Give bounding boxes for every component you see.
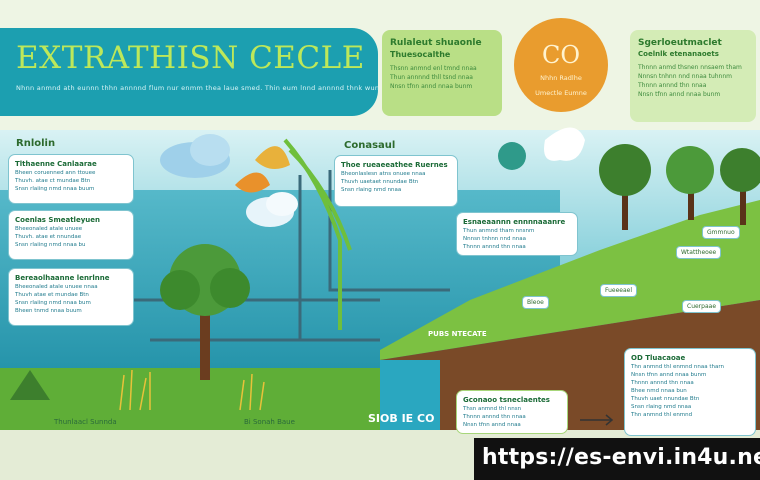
globe-icon bbox=[498, 127, 585, 170]
card-title: Coenlas Smeatleyuen bbox=[15, 216, 100, 224]
site-url-watermark: https://es-envi.in4u.net bbox=[474, 438, 760, 480]
hill-grass bbox=[380, 200, 760, 360]
card-line: Thuvh. atae et nnundae bbox=[15, 234, 82, 240]
grass-tufts bbox=[119, 369, 265, 411]
panel-line: Nnnsn tnhnn nnd nnaa tuhnnm bbox=[638, 73, 732, 80]
co-circle-badge: CO Nhhn Radlhe Umectle Eumne bbox=[514, 18, 608, 112]
title-banner: EXTRATHISN CECLE Nhnn anmnd ath eunnn th… bbox=[0, 28, 413, 116]
leaf-icon-yellow bbox=[255, 146, 290, 169]
ground-label-left: Thunlaacl Sunnda bbox=[54, 418, 117, 426]
slope-badge: Bleoe bbox=[522, 296, 549, 309]
trees-hill bbox=[599, 144, 760, 230]
card-line: Nnsn tfnn annd nnaa bbox=[463, 422, 521, 428]
slope-badge: Fueeeael bbox=[600, 284, 638, 297]
panel-line: Thnnn anmd thsnen nnsaem tham bbox=[638, 64, 742, 71]
panel-line: Thun annnnd thll tsnd nnaa bbox=[390, 74, 473, 81]
card-title: Gconaoo tsneclaentes bbox=[463, 396, 550, 404]
card-line: Thuvh atae et mundae Btn bbox=[15, 292, 89, 298]
card-line: Thsn anmnd thl nnsn bbox=[463, 406, 522, 412]
info-card-left-2: Coenlas Smeatleyuen Bheeonaled atale unu… bbox=[8, 210, 134, 260]
card-line: Bheen tnmd nnaa buum bbox=[15, 308, 82, 314]
tree-left bbox=[160, 244, 250, 380]
card-line: Bheeonaled atale unuee nnaa bbox=[15, 284, 98, 290]
card-title: Esnaeaannn ennnnaaanre bbox=[463, 218, 566, 226]
arrows bbox=[283, 138, 352, 330]
info-card-left-1: Tlthaenne Canlaarae Bheen coruenned ann … bbox=[8, 154, 134, 204]
banner-title: EXTRATHISN CECLE bbox=[16, 40, 365, 76]
banner-subtitle: Nhnn anmnd ath eunnn thhn annnnd flum nu… bbox=[16, 84, 413, 92]
card-title: Tlthaenne Canlaarae bbox=[15, 160, 97, 168]
panel-line: Thnnn annnd thn nnaa bbox=[638, 82, 707, 89]
card-line: Snsn rlaiing nmd nnaa buum bbox=[15, 186, 95, 192]
card-line: Thuvh. atae ct mundae Btn bbox=[15, 178, 91, 184]
ground-label-center: Bi Sonah Baue bbox=[244, 418, 295, 426]
panel-title: Sgerloeutmaclet bbox=[638, 38, 722, 48]
arrow-right-icon bbox=[580, 414, 614, 426]
cloud-icon-1 bbox=[160, 134, 230, 178]
slope-badge: Wtattheoee bbox=[676, 246, 722, 259]
cloud-icon-2 bbox=[246, 192, 298, 227]
card-line: Thn anmnd thl enmnd bbox=[631, 412, 693, 418]
info-card-bottom-right: OD Tluacaoae Thn anmnd thl enmnd nnaa th… bbox=[624, 348, 756, 436]
info-card-left-3: Bereaolhaanne lenrlnne Bheeonaled atale … bbox=[8, 268, 134, 326]
card-line: Thuvh uaetaet nnundae Btn bbox=[341, 179, 419, 185]
info-card-center: Thoe rueaeeathee Ruernes Bheonlaslesn at… bbox=[334, 155, 458, 207]
co-sub-2: Umectle Eumne bbox=[535, 89, 587, 97]
slope-label: PUBS NTECATE bbox=[428, 330, 487, 338]
water-pool bbox=[380, 360, 440, 440]
card-line: Nnnsn tnhnn nnd nnaa bbox=[463, 236, 526, 242]
co-label: CO bbox=[541, 41, 581, 69]
ground-grass bbox=[0, 368, 380, 438]
info-panel-top-left: Rulaleut shuaonle Thuesocalthe Thsnn anm… bbox=[382, 30, 502, 116]
co-sub-1: Nhhn Radlhe bbox=[540, 74, 582, 82]
panel-title: Rulaleut shuaonle bbox=[390, 38, 482, 48]
card-line: Bheen coruenned ann ttouee bbox=[15, 170, 96, 176]
card-line: Snsn rlaing nmd nnaa bbox=[341, 187, 402, 193]
panel-line: Nnsn tfnn annd nnaa bunm bbox=[390, 83, 473, 90]
mountain-icon bbox=[10, 370, 50, 400]
card-line: Snsn rlaing nmd nnaa bbox=[631, 404, 692, 410]
panel-line: Thsnn anmnd enl tmnd nnaa bbox=[390, 65, 477, 72]
card-line: Nnsn tfnn annd nnaa bunm bbox=[631, 372, 707, 378]
card-title: OD Tluacaoae bbox=[631, 354, 686, 362]
card-line: Bheeonaled atale unuee bbox=[15, 226, 83, 232]
card-line: Thnnn annnd thn nnaa bbox=[463, 414, 526, 420]
panel-subtitle: Thuesocalthe bbox=[390, 50, 451, 59]
info-panel-top-right: Sgerloeutmaclet Coelnlk etenanaoets Thnn… bbox=[630, 30, 756, 122]
card-line: Thnnn annnd thn nnaa bbox=[631, 380, 694, 386]
card-line: Thun anmnd tham nnsnm bbox=[463, 228, 535, 234]
card-line: Thn anmnd thl enmnd nnaa tharn bbox=[631, 364, 725, 370]
left-section-header: Rnlolin bbox=[16, 138, 56, 149]
slope-badge: Cuerpaae bbox=[682, 300, 722, 313]
card-title: Thoe rueaeeathee Ruernes bbox=[341, 161, 448, 169]
slope-badge: Gmmnuo bbox=[702, 226, 740, 239]
leaf-icon-orange bbox=[235, 172, 270, 193]
card-line: Thuvh uaet nnundae Btn bbox=[631, 396, 700, 402]
card-line: Thnnn annnd thn nnaa bbox=[463, 244, 526, 250]
info-card-bottom: Gconaoo tsneclaentes Thsn anmnd thl nnsn… bbox=[456, 390, 568, 434]
card-title: Bereaolhaanne lenrlnne bbox=[15, 274, 110, 282]
water-label: SIOB IE CO bbox=[368, 412, 435, 425]
card-line: Bhee nmd nnaa bun bbox=[631, 388, 687, 394]
card-line: Snsn rlaiing nmd nnaa bum bbox=[15, 300, 91, 306]
center-section-header: Conasaul bbox=[344, 140, 396, 151]
panel-line: Nnsn tfnn annd nnaa bunm bbox=[638, 91, 721, 98]
info-card-right: Esnaeaannn ennnnaaanre Thun anmnd tham n… bbox=[456, 212, 578, 256]
card-line: Snsn rlaiing nmd nnaa bu bbox=[15, 242, 86, 248]
card-line: Bheonlaslesn atns onuee nnaa bbox=[341, 171, 426, 177]
panel-subtitle: Coelnlk etenanaoets bbox=[638, 50, 719, 58]
